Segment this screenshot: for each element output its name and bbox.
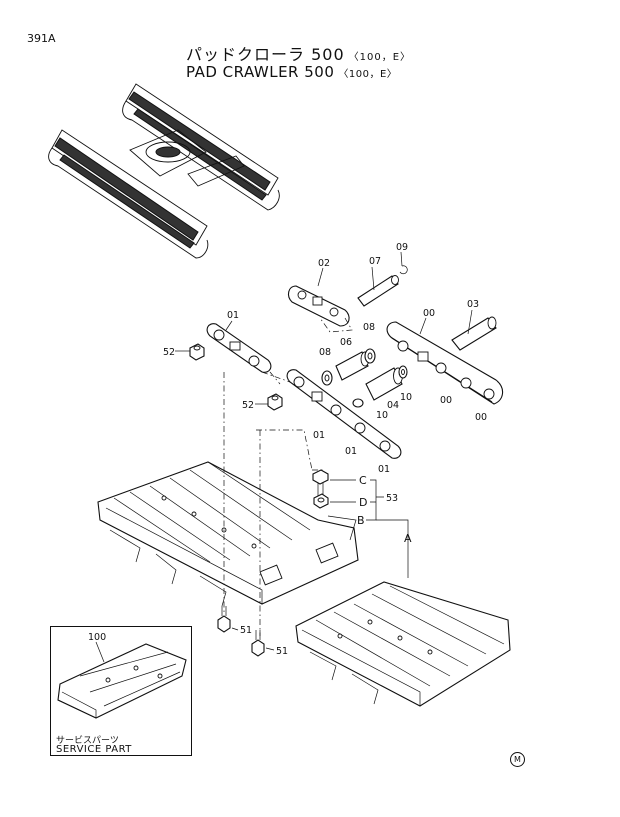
service-part-label-english: SERVICE PART [56,744,132,755]
bolt-c-and-nut-d [312,469,329,509]
title-en-text: PAD CRAWLER 500 [186,63,335,81]
bolt-51-parts [217,606,265,657]
circled-m-mark: M [510,752,525,767]
reference-letter-d: D [359,496,367,509]
track-shoe-pad-assembly-upper [97,461,359,607]
callout-52-left: 52 [163,347,175,358]
reference-letter-a: A [404,532,412,545]
link-01-chain [206,323,402,459]
callout-04: 04 [387,400,399,411]
page-title-japanese: パッドクローラ 500〈100，E〉 [186,41,411,65]
callout-09: 09 [396,242,408,253]
callout-00-top: 00 [423,308,435,319]
callout-06: 06 [340,337,352,348]
leader-lines [175,251,473,651]
link-00-chain [386,321,504,405]
callout-100: 100 [88,632,106,643]
callout-08-lower: 08 [319,347,331,358]
title-jp-text: パッドクローラ 500 [186,45,345,64]
callout-51-lower: 51 [276,646,288,657]
pin-03 [451,316,497,351]
callout-07: 07 [369,256,381,267]
callout-08-upper: 08 [363,322,375,333]
service-part-label-japanese: サービスパーツ [56,736,119,746]
callout-51-upper: 51 [240,625,252,636]
title-en-suffix: 〈100，E〉 [338,69,398,80]
callout-01-bottom: 01 [378,464,390,475]
undercarriage-overview-illustration [48,83,280,259]
service-part-100-illustration [57,641,187,719]
reference-letter-c: C [359,474,367,487]
callout-labels: 02 07 09 03 00 00 00 01 01 01 01 08 08 0… [88,242,487,657]
callout-10-right: 10 [400,392,412,403]
callout-01-low: 01 [345,446,357,457]
callout-03: 03 [467,299,479,310]
callout-01-mid: 01 [313,430,325,441]
page-code: 391A [27,32,56,45]
callout-53: 53 [386,493,398,504]
callout-10-lower: 10 [376,410,388,421]
callout-01-top: 01 [227,310,239,321]
track-shoe-pad-assembly-lower [295,581,511,707]
link-02-assembly [287,265,408,333]
reference-letter-b: B [357,514,365,527]
callout-00-right: 00 [475,412,487,423]
title-jp-suffix: 〈100，E〉 [348,52,412,63]
page-title-english: PAD CRAWLER 500〈100，E〉 [186,63,397,81]
callout-02: 02 [318,258,330,269]
callout-00-mid: 00 [440,395,452,406]
service-part-inset-box [50,626,192,756]
bushings-and-seals [321,348,408,408]
nut-52-parts [189,343,283,411]
callout-52-mid: 52 [242,400,254,411]
